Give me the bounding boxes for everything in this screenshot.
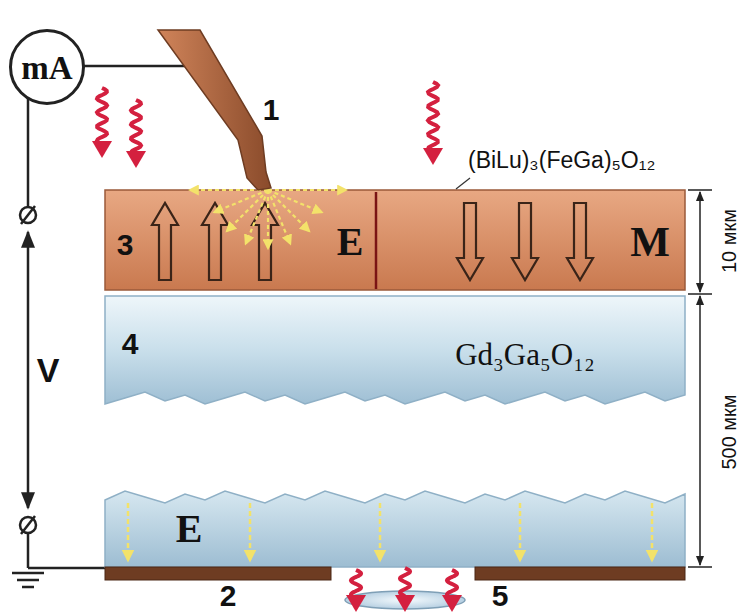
field-burst (246, 190, 268, 244)
voltage-arrow (28, 232, 29, 508)
dimension-arrow (699, 296, 701, 565)
field-burst (267, 190, 269, 248)
voltage-arrow (27, 232, 30, 508)
field-symbol: E (337, 222, 364, 262)
circuit-wires (28, 567, 108, 570)
light-arrow (346, 595, 366, 612)
substrate-layer (105, 296, 685, 404)
terminal-symbol (21, 206, 35, 224)
field-arrow (127, 503, 130, 560)
magnetization-arrow (567, 203, 593, 280)
field-burst (268, 190, 290, 244)
field-arrow (249, 503, 252, 560)
light-arrow (92, 88, 112, 158)
meter-label: mA (21, 52, 72, 85)
callout-number: 2 (220, 581, 237, 611)
tip-electrode (158, 30, 271, 190)
light-arrow (423, 82, 443, 165)
light-arrow (395, 595, 415, 612)
light-arrow (400, 568, 410, 596)
material-formula: Gd₃Ga₅O₁₂ (455, 339, 595, 370)
dimension-arrow (688, 190, 712, 567)
magnetization-arrow (512, 203, 538, 280)
field-arrow (519, 503, 522, 560)
light-arrow (447, 570, 457, 596)
light-arrow (126, 151, 146, 168)
dimension-label: 10 мкм (719, 209, 739, 273)
light-arrow (395, 568, 415, 612)
magnetization-arrow (152, 203, 593, 280)
film-layer (375, 192, 378, 289)
field-arrow (379, 503, 382, 560)
light-arrow (92, 82, 462, 612)
circuit-wires (17, 579, 39, 582)
film-layer: 3 E M (105, 190, 685, 290)
magnetization-arrow (252, 203, 278, 280)
light-arrow (423, 148, 443, 165)
dimension-arrow (688, 566, 712, 568)
light-arrow (346, 570, 366, 612)
field-burst (268, 189, 346, 191)
light-arrow (131, 100, 141, 152)
substrate-layer: 4 Gd₃Ga₅O₁₂ (105, 296, 685, 396)
bottom-electrode (475, 567, 685, 580)
substrate-layer (105, 491, 685, 567)
field-arrow (651, 503, 654, 560)
bottom-electrode (105, 567, 331, 580)
substrate-layer (105, 296, 685, 404)
bottom-electrode (105, 567, 685, 580)
terminal-symbol (20, 206, 36, 534)
film-layer (105, 190, 685, 290)
dimension-arrow (688, 189, 712, 191)
terminal-symbol (20, 207, 36, 223)
field-burst (268, 190, 309, 231)
magnetization-symbol: M (630, 221, 670, 263)
callout-number: 3 (117, 230, 134, 260)
callout-number: 1 (263, 95, 280, 125)
dimension-label: 500 мкм (719, 394, 739, 469)
light-arrow (126, 100, 146, 168)
field-symbol: E (176, 509, 203, 549)
voltage-label: V (37, 353, 60, 387)
dimension-arrow (699, 192, 701, 292)
circuit-wires (22, 586, 34, 589)
magnetization-arrow (457, 203, 483, 280)
dimension-arrow (688, 293, 712, 295)
tip-electrode (158, 30, 271, 190)
light-arrow (442, 595, 462, 612)
circuit-wires (12, 572, 44, 575)
circuit-wires (27, 98, 30, 207)
leader-line (456, 178, 470, 189)
field-burst (190, 190, 346, 248)
light-arrow (442, 570, 462, 612)
light-arrow (351, 570, 361, 596)
light-arrow (428, 82, 438, 149)
substrate-layer: E (105, 503, 685, 567)
field-arrow (128, 503, 652, 560)
callout-number: 4 (122, 329, 139, 359)
film-layer (105, 190, 685, 290)
terminal-symbol (20, 517, 36, 533)
circuit-wires (84, 65, 196, 68)
light-arrow (92, 141, 112, 158)
magnetization-arrow (152, 203, 178, 280)
material-formula: (BiLu)₃(FeGa)₅O₁₂ (468, 149, 655, 172)
field-burst (214, 190, 268, 212)
field-burst (268, 190, 322, 212)
light-arrow (97, 88, 107, 142)
terminal-symbol (21, 516, 35, 534)
field-burst (227, 190, 268, 231)
callout-number: 5 (492, 581, 509, 611)
leader-line (456, 178, 470, 189)
magnetization-arrow (202, 203, 228, 280)
meter-circle: mA (9, 29, 85, 105)
substrate-layer (105, 491, 685, 567)
circuit-wires (27, 533, 30, 568)
